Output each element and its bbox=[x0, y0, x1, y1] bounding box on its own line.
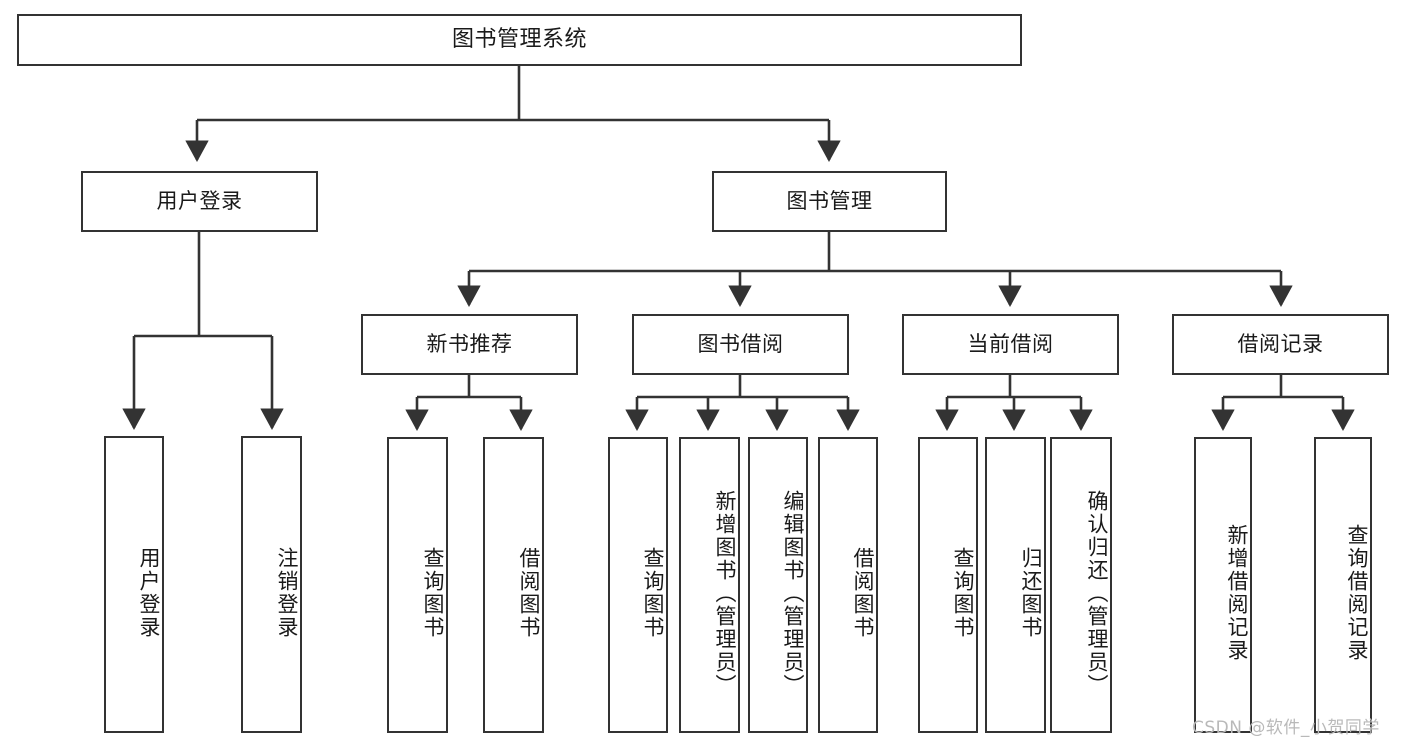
leaf-confirm-return[interactable]: 确认归还（管理员） bbox=[1050, 437, 1112, 733]
leaf-add-borrow-record[interactable]: 新增借阅记录 bbox=[1194, 437, 1252, 733]
leaf-logout-login[interactable]: 注销登录 bbox=[241, 436, 302, 733]
node-current-borrow[interactable]: 当前借阅 bbox=[902, 314, 1119, 375]
leaf-query-borrow-record[interactable]: 查询借阅记录 bbox=[1314, 437, 1372, 733]
leaf-borrow-book-recommend[interactable]: 借阅图书 bbox=[483, 437, 544, 733]
csdn-watermark: CSDN @软件_小贺同学 bbox=[1192, 718, 1380, 738]
leaf-borrow-book[interactable]: 借阅图书 bbox=[818, 437, 878, 733]
node-borrow-record[interactable]: 借阅记录 bbox=[1172, 314, 1389, 375]
node-root-system[interactable]: 图书管理系统 bbox=[17, 14, 1022, 66]
node-user-login[interactable]: 用户登录 bbox=[81, 171, 318, 232]
node-book-borrow[interactable]: 图书借阅 bbox=[632, 314, 849, 375]
leaf-user-login[interactable]: 用户登录 bbox=[104, 436, 164, 733]
leaf-query-book-current[interactable]: 查询图书 bbox=[918, 437, 978, 733]
leaf-query-book-borrow[interactable]: 查询图书 bbox=[608, 437, 668, 733]
node-book-manage[interactable]: 图书管理 bbox=[712, 171, 947, 232]
node-new-book-recommend[interactable]: 新书推荐 bbox=[361, 314, 578, 375]
leaf-query-book-recommend[interactable]: 查询图书 bbox=[387, 437, 448, 733]
leaf-add-book[interactable]: 新增图书（管理员） bbox=[679, 437, 740, 733]
leaf-edit-book[interactable]: 编辑图书（管理员） bbox=[748, 437, 808, 733]
leaf-return-book[interactable]: 归还图书 bbox=[985, 437, 1046, 733]
